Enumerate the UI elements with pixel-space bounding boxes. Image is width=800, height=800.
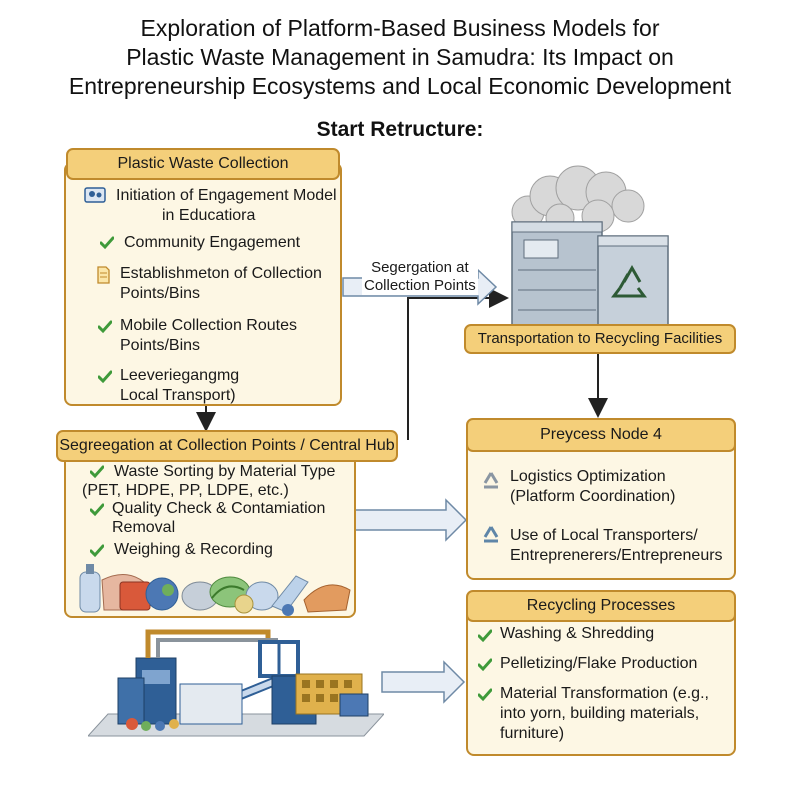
factory-illustration (88, 629, 384, 737)
process-item-2: Use of Local Transporters/ Entreprenerer… (510, 526, 723, 566)
collection-item-1-line-2: in Educatiora (162, 207, 256, 224)
check-icon (90, 503, 104, 517)
check-icon (478, 629, 492, 643)
recycle-symbol (611, 264, 647, 298)
collection-item-2-line-1: Community Engagement (124, 234, 301, 251)
title-line-1: Exploration of Platform-Based Business M… (140, 15, 660, 41)
arrow-label-line-1: Segergation at (371, 259, 469, 276)
process-item-2-line-2: Entreprenerers/Entrepreneurs (510, 547, 723, 564)
plastic-waste-illustration (79, 564, 351, 616)
collection-item-5-line-1: Leeveriegangmg (120, 367, 240, 384)
segregation-item-2-line-1: Quality Check & Contamiation (112, 500, 326, 517)
process-item-1-line-1: Logistics Optimization (510, 468, 666, 485)
collection-item-4-line-1: Mobile Collection Routes (120, 317, 297, 334)
recycle-icon (483, 472, 499, 489)
process-item-2-line-1: Use of Local Transporters/ (510, 527, 698, 544)
recycling-header: Recycling Processes (466, 590, 736, 622)
segregation-item-1: Waste Sorting by Material Type (PET, HDP… (82, 462, 335, 500)
segregation-item-2-line-2: Removal (112, 519, 176, 536)
recycling-item-3-line-3: furniture) (500, 725, 565, 742)
segregation-header: Segreegation at Collection Points / Cent… (56, 430, 398, 462)
collection-item-5: Leeveriegangmg Local Transport) (120, 366, 239, 406)
recycling-item-2: Pelletizing/Flake Production (500, 654, 697, 674)
check-icon (100, 236, 114, 250)
check-icon (90, 544, 104, 558)
process-node-header: Preycess Node 4 (466, 418, 736, 452)
check-icon (98, 320, 112, 334)
collection-item-5-line-2: Local Transport) (120, 387, 236, 404)
transport-header: Transportation to Recycling Facilities (464, 324, 736, 354)
segregation-item-3: Weighing & Recording (114, 540, 273, 560)
collection-item-4-line-2: Points/Bins (120, 337, 201, 354)
segregation-item-2: Quality Check & Contamiation Removal (112, 499, 325, 537)
collection-item-3: Establishmeton of Collection Points/Bins (120, 264, 322, 304)
recycling-item-2-line-1: Pelletizing/Flake Production (500, 655, 698, 672)
check-icon (478, 688, 492, 702)
segregation-item-3-line-1: Weighing & Recording (114, 541, 273, 558)
recycling-item-3: Material Transformation (e.g., into yorn… (500, 684, 709, 744)
hollow-arrow-factory (381, 660, 466, 704)
collection-item-3-line-1: Establishmeton of Collection (120, 265, 322, 282)
arrow-hub-to-plant (407, 288, 509, 440)
collection-header: Plastic Waste Collection (66, 148, 340, 180)
check-icon (90, 465, 104, 479)
check-icon (98, 370, 112, 384)
recycling-item-3-line-2: into yorn, building materials, (500, 705, 700, 722)
process-item-1: Logistics Optimization (Platform Coordin… (510, 467, 675, 507)
people-icon (84, 187, 106, 203)
collection-item-1-line-1: Initiation of Engagement Model (116, 187, 337, 204)
arrow-label-line-2: Collection Points (364, 277, 476, 294)
document-icon (97, 266, 110, 284)
recycle-icon (483, 526, 499, 543)
collection-item-3-line-2: Points/Bins (120, 285, 201, 302)
recycling-plant-illustration (511, 165, 669, 330)
check-icon (478, 658, 492, 672)
diagram-title: Exploration of Platform-Based Business M… (0, 14, 800, 101)
segregation-item-1-line-2: (PET, HDPE, PP, LDPE, etc.) (82, 482, 289, 499)
recycling-item-3-line-1: Material Transformation (e.g., (500, 685, 709, 702)
process-item-1-line-2: (Platform Coordination) (510, 488, 676, 505)
diagram-subtitle: Start Retructure: (316, 118, 484, 141)
segregation-item-1-line-1: Waste Sorting by Material Type (114, 463, 336, 480)
hollow-arrow-segregation (354, 498, 468, 542)
title-line-2: Plastic Waste Management in Samudra: Its… (126, 44, 674, 70)
recycling-item-1: Washing & Shredding (500, 624, 654, 644)
collection-item-1: Initiation of Engagement Model in Educat… (116, 186, 340, 226)
recycling-item-1-line-1: Washing & Shredding (500, 625, 655, 642)
collection-item-4: Mobile Collection Routes Points/Bins (120, 316, 297, 356)
arrow-label: Segergation at Collection Points (362, 259, 478, 295)
title-line-3: Entrepreneurship Ecosystems and Local Ec… (68, 73, 732, 99)
collection-item-2: Community Engagement (124, 233, 300, 253)
